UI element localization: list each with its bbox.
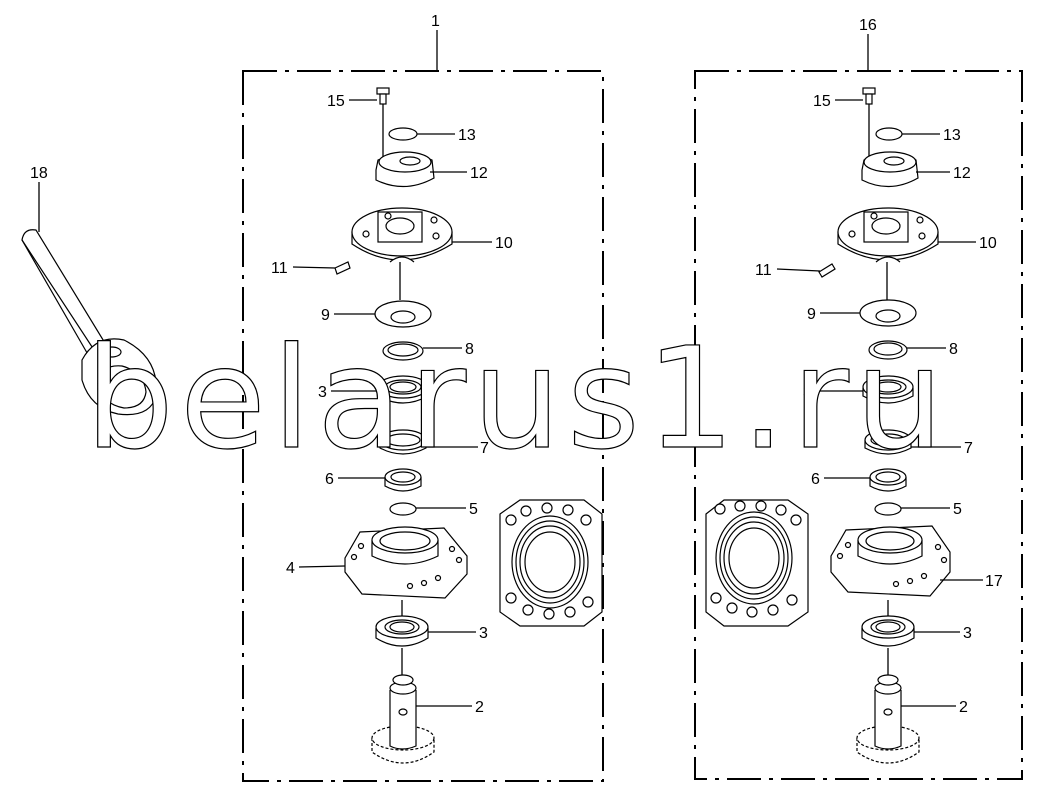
callout-9-b: 9 bbox=[807, 306, 816, 323]
bolt-15-part-b bbox=[862, 87, 876, 105]
ring-6-part bbox=[384, 468, 422, 492]
assembly-16-frame bbox=[694, 70, 1023, 780]
callout-13: 13 bbox=[458, 127, 476, 144]
gear-shaft-2-part-b bbox=[856, 674, 920, 764]
callout-8-b: 8 bbox=[949, 341, 958, 358]
bearing-3-upper-part bbox=[377, 375, 429, 404]
washer-9-part-b bbox=[859, 299, 917, 327]
callout-11-b: 11 bbox=[755, 262, 772, 279]
gear-shaft-2-part bbox=[371, 674, 435, 764]
callout-3-upper: 3 bbox=[318, 384, 327, 401]
callout-13-b: 13 bbox=[943, 127, 961, 144]
slotted-nut-12-part-b bbox=[861, 151, 919, 188]
o-ring-5-part bbox=[389, 502, 417, 516]
assembly-16-number: 16 bbox=[859, 17, 877, 34]
o-ring-5-part-b bbox=[874, 502, 902, 516]
callout-3-upper-b: 3 bbox=[803, 384, 812, 401]
bolt-15-part bbox=[376, 87, 390, 105]
wrench-18: 18 bbox=[21, 165, 157, 416]
assembly-1-number: 1 bbox=[431, 13, 440, 30]
seal-7-part-b bbox=[864, 429, 912, 455]
callout-12: 12 bbox=[470, 165, 488, 182]
callout-15: 15 bbox=[327, 93, 345, 110]
seal-7-part bbox=[379, 429, 427, 455]
bearing-3-lower-part-b bbox=[861, 615, 915, 647]
flange-10-part bbox=[351, 207, 453, 263]
assembly-1-frame bbox=[242, 70, 604, 782]
snap-ring-13-part-b bbox=[875, 127, 903, 141]
assembly-1: 1 bbox=[242, 13, 604, 782]
callout-10-b: 10 bbox=[979, 235, 997, 252]
bearing-3-upper-part-b bbox=[862, 375, 914, 404]
callout-3-lower: 3 bbox=[479, 625, 488, 642]
pin-11-part bbox=[334, 261, 351, 275]
ring-8-part bbox=[382, 341, 424, 361]
housing-4-part bbox=[344, 526, 468, 599]
callout-7: 7 bbox=[480, 440, 489, 457]
callout-2: 2 bbox=[475, 699, 484, 716]
watermark-text: belarus1.ru bbox=[85, 318, 950, 481]
pin-11-part-b bbox=[818, 263, 836, 278]
housing-17-part bbox=[830, 525, 951, 597]
callout-5-b: 5 bbox=[953, 501, 962, 518]
housing-face-view-1 bbox=[499, 499, 603, 627]
callout-6: 6 bbox=[325, 471, 334, 488]
callout-3-lower-b: 3 bbox=[963, 625, 972, 642]
callout-2-b: 2 bbox=[959, 699, 968, 716]
callout-18: 18 bbox=[30, 165, 48, 182]
callout-4: 4 bbox=[286, 560, 295, 577]
washer-9-part bbox=[374, 300, 432, 328]
callout-7-b: 7 bbox=[964, 440, 973, 457]
housing-face-view-2 bbox=[705, 499, 809, 627]
ring-8-part-b bbox=[868, 340, 908, 360]
slotted-nut-12-part bbox=[375, 151, 435, 188]
snap-ring-13-part bbox=[388, 127, 418, 141]
callout-6-b: 6 bbox=[811, 471, 820, 488]
callout-10: 10 bbox=[495, 235, 513, 252]
callout-5: 5 bbox=[469, 501, 478, 518]
assembly-16: 16 bbox=[694, 17, 1023, 780]
ring-6-part-b bbox=[869, 468, 907, 492]
flange-10-part-b bbox=[837, 207, 939, 263]
callout-11: 11 bbox=[271, 260, 288, 277]
callout-9: 9 bbox=[321, 307, 330, 324]
callout-8: 8 bbox=[465, 341, 474, 358]
callout-12-b: 12 bbox=[953, 165, 971, 182]
assembly-16-callouts: 15 13 12 10 11 9 8 3 7 6 5 17 3 bbox=[755, 93, 1003, 716]
assembly-1-callouts: 15 13 12 10 11 9 8 3 7 6 5 4 3 bbox=[271, 93, 513, 716]
callout-17: 17 bbox=[985, 573, 1003, 590]
bearing-3-lower-part bbox=[375, 615, 429, 647]
callout-15-b: 15 bbox=[813, 93, 831, 110]
